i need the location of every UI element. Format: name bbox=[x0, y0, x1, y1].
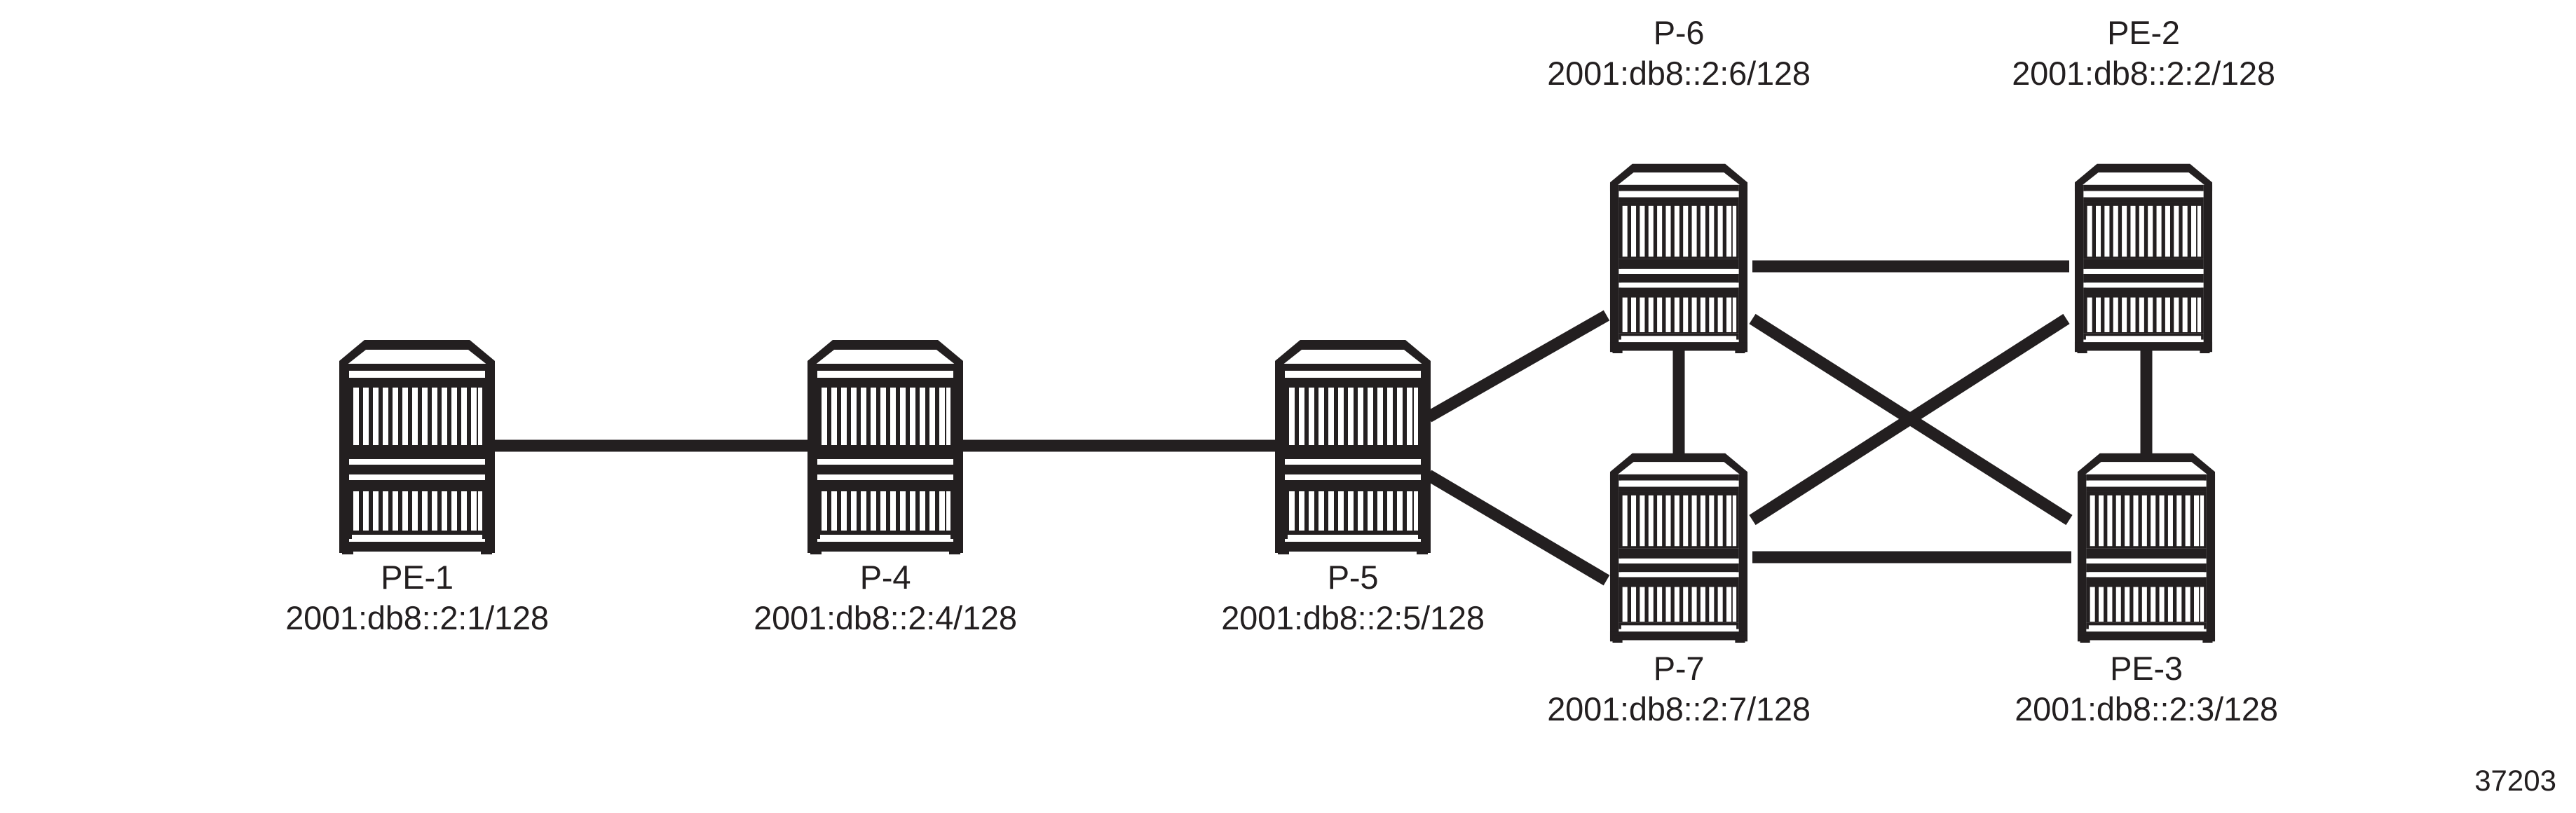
node-label-p-5: P-5 2001:db8::2:5/128 bbox=[1108, 557, 1598, 638]
node-address-p-4: 2001:db8::2:4/128 bbox=[754, 599, 1017, 636]
node-name-pe-1: PE-1 bbox=[381, 559, 454, 596]
router-icon[interactable] bbox=[1609, 453, 1748, 643]
node-address-p-7: 2001:db8::2:7/128 bbox=[1547, 690, 1811, 727]
router-icon[interactable] bbox=[2074, 163, 2213, 353]
node-name-p-5: P-5 bbox=[1327, 559, 1379, 596]
node-label-pe-3: PE-3 2001:db8::2:3/128 bbox=[1901, 648, 2392, 730]
node-name-p-7: P-7 bbox=[1653, 650, 1705, 687]
node-name-pe-2: PE-2 bbox=[2107, 14, 2180, 51]
link-p5-p6 bbox=[1425, 310, 1610, 423]
router-icon[interactable] bbox=[807, 340, 963, 554]
link-p5-p7 bbox=[1425, 470, 1610, 586]
node-label-p-4: P-4 2001:db8::2:4/128 bbox=[640, 557, 1131, 638]
figure-number: 37203 bbox=[2474, 764, 2556, 797]
router-icon[interactable] bbox=[2077, 453, 2216, 643]
router-icon[interactable] bbox=[1609, 163, 1748, 353]
node-name-p-6: P-6 bbox=[1653, 14, 1705, 51]
node-label-pe-1: PE-1 2001:db8::2:1/128 bbox=[172, 557, 662, 638]
node-label-p-6: P-6 2001:db8::2:6/128 bbox=[1433, 13, 1924, 94]
router-icon[interactable] bbox=[1275, 340, 1431, 554]
node-address-p-5: 2001:db8::2:5/128 bbox=[1221, 599, 1485, 636]
node-address-p-6: 2001:db8::2:6/128 bbox=[1547, 55, 1811, 92]
router-icon[interactable] bbox=[339, 340, 495, 554]
node-address-pe-3: 2001:db8::2:3/128 bbox=[2015, 690, 2278, 727]
node-label-p-7: P-7 2001:db8::2:7/128 bbox=[1433, 648, 1924, 730]
node-label-pe-2: PE-2 2001:db8::2:2/128 bbox=[1898, 13, 2389, 94]
node-address-pe-2: 2001:db8::2:2/128 bbox=[2012, 55, 2275, 92]
node-name-p-4: P-4 bbox=[859, 559, 911, 596]
link-pe2-p7 bbox=[1749, 313, 2070, 526]
node-address-pe-1: 2001:db8::2:1/128 bbox=[285, 599, 549, 636]
node-name-pe-3: PE-3 bbox=[2110, 650, 2183, 687]
link-layer bbox=[491, 260, 2153, 586]
